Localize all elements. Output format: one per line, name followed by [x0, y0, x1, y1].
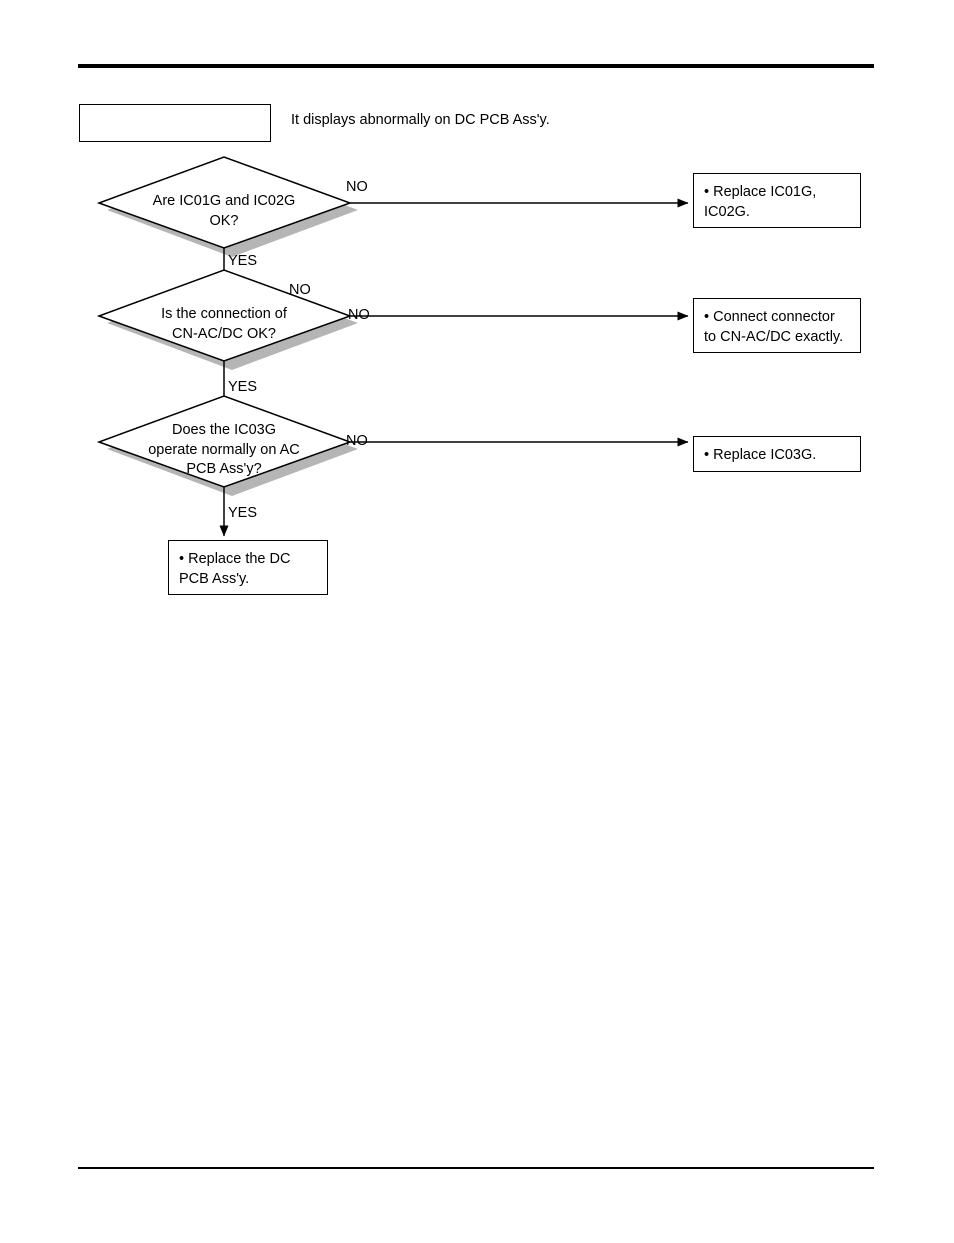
- symptom-caption: It displays abnormally on DC PCB Ass'y.: [291, 112, 550, 128]
- edge-label-d3-no: NO: [346, 433, 368, 449]
- decision-1-label: Are IC01G and IC02G OK?: [152, 193, 296, 229]
- edge-label-d2-yes: YES: [228, 379, 258, 395]
- footer-rule: [78, 1167, 874, 1169]
- result-1-box: • Replace IC01G, IC02G.: [693, 173, 861, 228]
- result-3-text: • Replace IC03G.: [704, 447, 817, 463]
- result-4-box: • Replace the DC PCB Ass'y.: [168, 540, 328, 595]
- edge-label-d1-no: NO: [346, 179, 368, 195]
- result-3-box: • Replace IC03G.: [693, 436, 861, 472]
- result-1-text: • Replace IC01G, IC02G.: [704, 184, 817, 220]
- result-2-text: • Connect connector to CN-AC/DC exactly.: [704, 309, 844, 345]
- edge-label-d2-no: NO: [348, 307, 370, 323]
- edge-label-d2-no-extra: NO: [289, 282, 311, 298]
- edge-label-d3-yes: YES: [228, 505, 258, 521]
- decision-2-label: Is the connection of CN-AC/DC OK?: [161, 306, 287, 342]
- result-2-box: • Connect connector to CN-AC/DC exactly.: [693, 298, 861, 353]
- decision-3-label: Does the IC03G operate normally on AC PC…: [148, 422, 300, 477]
- result-4-text: • Replace the DC PCB Ass'y.: [179, 551, 291, 587]
- header-rule: [78, 64, 874, 68]
- symptom-label-box: [79, 104, 271, 142]
- edge-label-d1-yes: YES: [228, 253, 258, 269]
